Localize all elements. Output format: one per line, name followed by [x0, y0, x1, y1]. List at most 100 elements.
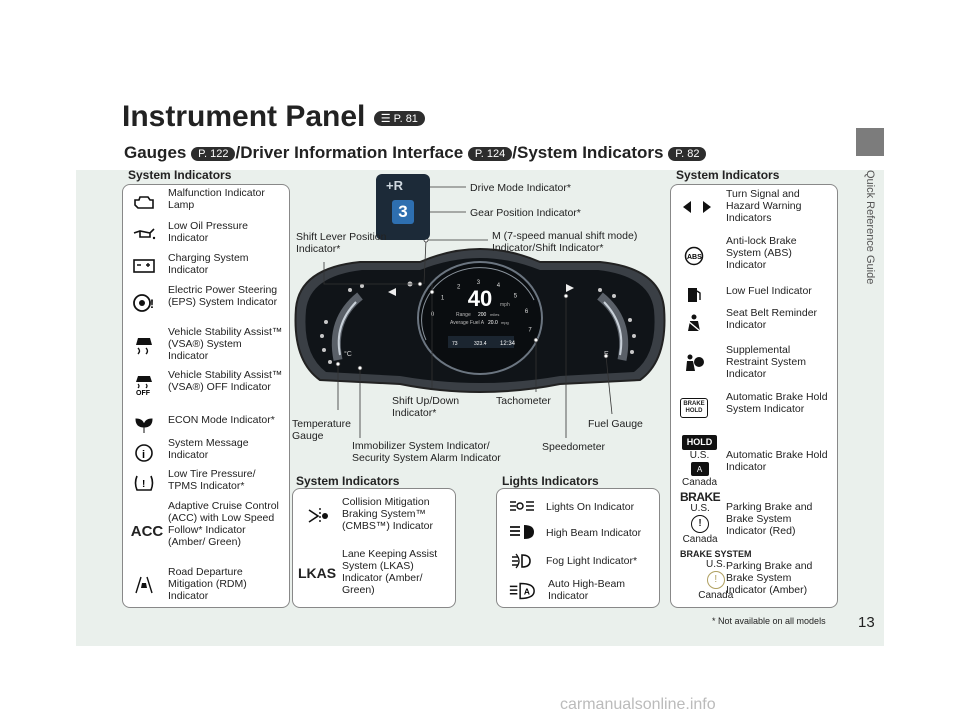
left-section-heading: System Indicators: [128, 168, 232, 182]
left-indicator-label: Electric Power Steering (EPS) System Ind…: [168, 284, 278, 308]
abs-icon: ABS: [680, 245, 708, 267]
left-indicator-label: System Message Indicator: [168, 437, 249, 461]
page-number: 13: [858, 614, 875, 631]
lights-on-label: Lights On Indicator: [546, 501, 635, 513]
charging-icon: [130, 254, 158, 276]
tach-tick-label: 2: [457, 284, 461, 290]
odometer-readout: 323.4: [474, 341, 487, 347]
left-indicator-label: Vehicle Stability Assist™ (VSA®) System …: [168, 326, 283, 362]
fog-light-icon: [508, 550, 536, 572]
right-indicator-label: Parking Brake and Brake System Indicator…: [726, 560, 813, 596]
callout-gear-position: Gear Position Indicator*: [470, 207, 581, 219]
left-indicator-label: Road Departure Mitigation (RDM) Indicato…: [168, 566, 247, 602]
callout-immobilizer: Immobilizer System Indicator/ Security S…: [352, 440, 501, 464]
left-indicator-label: Vehicle Stability Assist™ (VSA®) OFF Ind…: [168, 369, 283, 393]
callout-m-mode: M (7-speed manual shift mode) Indicator/…: [492, 230, 638, 254]
svg-text:°C: °C: [344, 350, 352, 358]
auto-high-beam-icon: A: [508, 580, 536, 602]
ref-badge-gauges[interactable]: P. 122: [191, 146, 236, 161]
lkas-icon: LKAS: [297, 565, 337, 581]
page-ref-badge[interactable]: ☰ P. 81: [373, 110, 425, 126]
high-beam-label: High Beam Indicator: [546, 527, 642, 539]
right-indicator-label: Parking Brake and Brake System Indicator…: [726, 501, 813, 537]
range-label: Range: [456, 312, 471, 318]
svg-text:OFF: OFF: [136, 390, 151, 395]
gear-number: 3: [392, 200, 414, 224]
vsa-off-icon: OFF: [130, 374, 158, 396]
acc-icon: ACC: [130, 522, 164, 540]
speed-readout: 40: [468, 286, 492, 311]
tach-tick-label: 4: [497, 283, 501, 289]
cmbs-label: Collision Mitigation Braking System™ (CM…: [342, 496, 434, 532]
bottom-left-section-heading: System Indicators: [296, 474, 400, 488]
svg-text:!: !: [142, 479, 145, 490]
turn-signal-icon: [680, 196, 714, 218]
svg-text:ABS: ABS: [687, 254, 702, 261]
callout-fuel-gauge: Fuel Gauge: [588, 418, 643, 430]
page-title: Instrument Panel ☰ P. 81: [122, 100, 425, 134]
right-indicator-label: Automatic Brake Hold System Indicator: [726, 391, 828, 415]
avg-fuel-value: 20.0: [488, 320, 498, 326]
tach-tick-label: 5: [514, 294, 518, 300]
speed-unit: mph: [500, 302, 510, 308]
right-indicator-box: [670, 184, 838, 608]
callout-shift-lever: Shift Lever Position Indicator*: [296, 231, 387, 255]
right-indicator-label: Low Fuel Indicator: [726, 285, 812, 297]
gear-display-inset: +R 3: [376, 174, 430, 240]
left-indicator-label: Low Tire Pressure/ TPMS Indicator*: [168, 468, 256, 492]
range-value: 200: [478, 312, 487, 318]
right-indicator-label: Seat Belt Reminder Indicator: [726, 307, 818, 331]
rdm-icon: [130, 574, 158, 596]
avg-fuel-label: Average Fuel A: [450, 320, 485, 326]
left-indicator-label: Adaptive Cruise Control (ACC) with Low S…: [168, 500, 279, 548]
avg-fuel-unit: mpg: [501, 320, 509, 325]
tach-tick-label: 0: [431, 312, 435, 318]
fuel-icon: [680, 284, 708, 306]
lkas-label: Lane Keeping Assist System (LKAS) Indica…: [342, 548, 438, 596]
ref-badge-indicators[interactable]: P. 82: [668, 146, 707, 161]
right-indicator-label: Supplemental Restraint System Indicator: [726, 344, 806, 380]
range-unit: miles: [490, 312, 499, 317]
auto-high-beam-label: Auto High-Beam Indicator: [548, 578, 626, 602]
callout-temperature: Temperature Gauge: [292, 418, 351, 442]
right-indicator-label: Automatic Brake Hold Indicator: [726, 449, 828, 473]
srs-icon: [680, 352, 708, 374]
clock-readout: 12:34: [500, 341, 516, 347]
side-tab-marker: [856, 128, 884, 156]
brake-hold-icon: BRAKE HOLD: [680, 397, 708, 419]
callout-speedometer: Speedometer: [542, 441, 606, 453]
right-indicator-label: Anti-lock Brake System (ABS) Indicator: [726, 235, 797, 271]
lights-on-icon: [508, 495, 536, 517]
tach-tick-label: 3: [477, 280, 481, 286]
fog-light-label: Fog Light Indicator*: [546, 555, 638, 567]
vsa-icon: [130, 334, 158, 356]
callout-shift-updown: Shift Up/Down Indicator*: [392, 395, 460, 419]
tpms-icon: !: [130, 472, 158, 494]
oil-pressure-icon: [130, 222, 158, 244]
right-indicator-label: Turn Signal and Hazard Warning Indicator…: [726, 188, 802, 224]
cmbs-icon: [304, 505, 332, 527]
tach-tick-label: 7: [528, 327, 532, 333]
temp-readout: 73: [452, 341, 458, 347]
watermark: carmanualsonline.info: [560, 696, 716, 713]
svg-text:A: A: [524, 587, 530, 597]
left-indicator-label: Low Oil Pressure Indicator: [168, 220, 248, 244]
tach-tick-label: 6: [525, 309, 529, 315]
right-section-heading: System Indicators: [676, 168, 780, 182]
left-indicator-label: Malfunction Indicator Lamp: [168, 187, 265, 211]
lights-section-heading: Lights Indicators: [502, 474, 599, 488]
econ-icon: [130, 414, 158, 436]
ref-badge-dii[interactable]: P. 124: [467, 146, 513, 161]
malfunction-icon: [130, 192, 158, 214]
callout-drive-mode: Drive Mode Indicator*: [470, 182, 571, 194]
page-subtitle: Gauges P. 122/Driver Information Interfa…: [124, 143, 707, 163]
eps-icon: !: [130, 292, 158, 314]
info-icon: i: [130, 442, 158, 464]
footnote: * Not available on all models: [712, 616, 826, 626]
callout-tachometer: Tachometer: [496, 395, 551, 407]
